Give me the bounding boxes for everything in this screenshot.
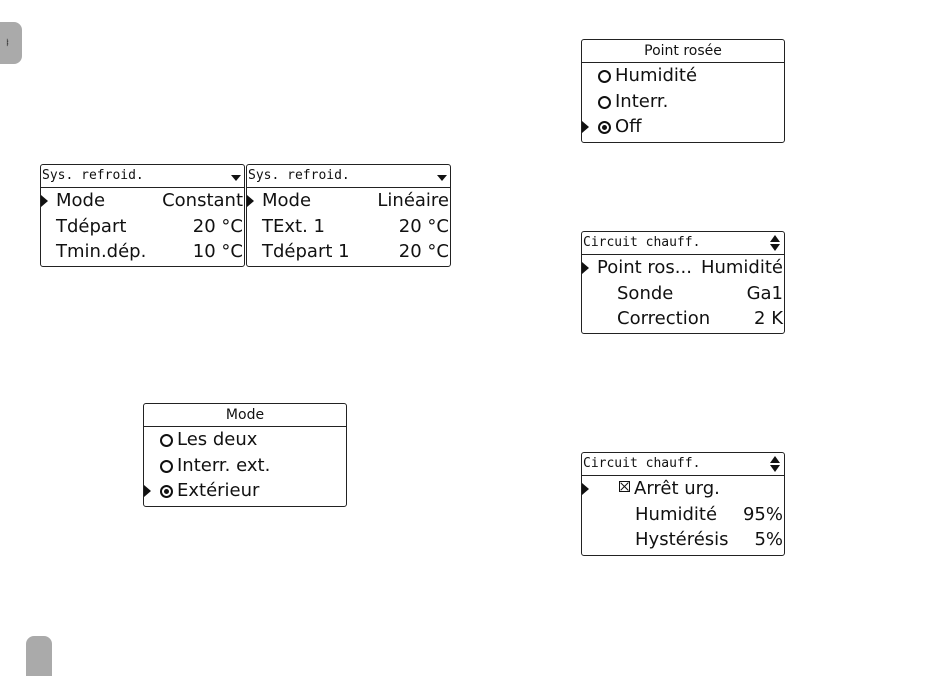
page-tab-glyph: ᅲ bbox=[3, 38, 14, 47]
cursor-arrow-icon bbox=[582, 262, 589, 274]
row-label: Correction bbox=[617, 308, 711, 329]
menu-row-tdepart[interactable]: Tdépart 20 °C bbox=[41, 214, 244, 240]
row-value: Ga1 bbox=[746, 282, 783, 304]
option-label: Interr. ext. bbox=[177, 454, 271, 476]
lcd-screen-circuit-chauff-dewpoint: Circuit chauff. Point ros... Humidité So… bbox=[581, 231, 785, 334]
row-label: Sonde bbox=[617, 282, 674, 304]
cursor-arrow-icon bbox=[582, 121, 589, 133]
row-value: 2 K bbox=[754, 308, 783, 329]
option-les-deux[interactable]: Les deux bbox=[144, 427, 346, 453]
option-label: Extérieur bbox=[177, 480, 260, 501]
row-value: Humidité bbox=[700, 257, 783, 278]
option-humidite[interactable]: Humidité bbox=[582, 63, 784, 89]
radio-on-icon[interactable] bbox=[598, 121, 611, 134]
menu-row-arret-urg[interactable]: Arrêt urg. bbox=[582, 476, 784, 502]
row-value: 20 °C bbox=[192, 215, 243, 237]
scroll-down-icon[interactable] bbox=[437, 175, 447, 181]
option-label: Off bbox=[615, 116, 642, 137]
lcd-title: Mode bbox=[225, 407, 265, 423]
menu-row-tdepart-1[interactable]: Tdépart 1 20 °C bbox=[247, 239, 450, 265]
checkbox-checked-icon[interactable] bbox=[619, 481, 630, 492]
row-value: 10 °C bbox=[192, 241, 243, 262]
lcd-screen-circuit-chauff-arret: Circuit chauff. Arrêt urg. Humidité 95% … bbox=[581, 452, 785, 556]
menu-row-mode[interactable]: Mode Linéaire bbox=[247, 188, 450, 214]
row-value: 5% bbox=[754, 529, 783, 550]
cursor-arrow-icon bbox=[247, 195, 254, 207]
scroll-down-icon[interactable] bbox=[231, 175, 241, 181]
row-label: Mode bbox=[56, 190, 106, 211]
scroll-up-down-icon[interactable] bbox=[770, 235, 781, 251]
row-label: Arrêt urg. bbox=[634, 478, 720, 499]
lcd-header: Mode bbox=[144, 404, 346, 427]
option-label: Humidité bbox=[615, 65, 698, 86]
row-value: 20 °C bbox=[398, 241, 449, 262]
lcd-screen-sys-refroid-lineaire: Sys. refroid. Mode Linéaire TExt. 1 20 °… bbox=[246, 164, 451, 267]
option-exterieur[interactable]: Extérieur bbox=[144, 478, 346, 504]
row-label: Hystérésis bbox=[635, 529, 729, 550]
row-value: Constant bbox=[162, 190, 243, 211]
lcd-screen-point-rosee: Point rosée Humidité Interr. Off bbox=[581, 39, 785, 143]
menu-row-sonde[interactable]: Sonde Ga1 bbox=[582, 281, 784, 307]
row-label: Tmin.dép. bbox=[56, 241, 147, 262]
option-interr[interactable]: Interr. bbox=[582, 89, 784, 115]
cursor-arrow-icon bbox=[144, 485, 151, 497]
lcd-title: Sys. refroid. bbox=[42, 168, 144, 183]
row-label: Humidité bbox=[635, 503, 718, 525]
option-interr-ext[interactable]: Interr. ext. bbox=[144, 453, 346, 479]
row-value: 95% bbox=[742, 503, 783, 525]
lcd-screen-mode: Mode Les deux Interr. ext. Extérieur bbox=[143, 403, 347, 507]
row-label: TExt. 1 bbox=[262, 215, 325, 237]
row-label: Mode bbox=[262, 190, 312, 211]
radio-off-icon[interactable] bbox=[160, 459, 173, 473]
lcd-header: Point rosée bbox=[582, 40, 784, 63]
lcd-header: Circuit chauff. bbox=[582, 453, 784, 476]
row-label: Tdépart 1 bbox=[262, 241, 350, 262]
option-off[interactable]: Off bbox=[582, 114, 784, 140]
menu-row-point-rosee[interactable]: Point ros... Humidité bbox=[582, 255, 784, 281]
radio-on-icon[interactable] bbox=[160, 485, 173, 498]
menu-row-mode[interactable]: Mode Constant bbox=[41, 188, 244, 214]
lcd-header: Circuit chauff. bbox=[582, 232, 784, 255]
menu-row-tmin-dep[interactable]: Tmin.dép. 10 °C bbox=[41, 239, 244, 265]
row-value: Linéaire bbox=[377, 190, 449, 211]
row-value: 20 °C bbox=[398, 215, 449, 237]
radio-off-icon[interactable] bbox=[598, 70, 611, 83]
cursor-arrow-icon bbox=[582, 483, 589, 495]
lcd-header: Sys. refroid. bbox=[41, 165, 244, 188]
scroll-up-down-icon[interactable] bbox=[770, 456, 781, 472]
row-label: Tdépart bbox=[56, 215, 127, 237]
option-label: Les deux bbox=[177, 429, 258, 450]
lcd-screen-sys-refroid-constant: Sys. refroid. Mode Constant Tdépart 20 °… bbox=[40, 164, 245, 267]
lcd-title: Circuit chauff. bbox=[583, 456, 701, 471]
menu-row-humidite[interactable]: Humidité 95% bbox=[582, 502, 784, 528]
menu-row-hysteresis[interactable]: Hystérésis 5% bbox=[582, 527, 784, 553]
page-edge-tab-bottom bbox=[26, 636, 52, 676]
menu-row-correction[interactable]: Correction 2 K bbox=[582, 306, 784, 332]
radio-off-icon[interactable] bbox=[160, 434, 173, 447]
lcd-title: Circuit chauff. bbox=[583, 235, 701, 250]
page-edge-tab: ᅲ bbox=[0, 22, 22, 64]
radio-off-icon[interactable] bbox=[598, 95, 611, 109]
menu-row-text-1[interactable]: TExt. 1 20 °C bbox=[247, 214, 450, 240]
option-label: Interr. bbox=[615, 90, 669, 112]
cursor-arrow-icon bbox=[41, 195, 48, 207]
row-label: Point ros... bbox=[597, 257, 692, 278]
lcd-title: Sys. refroid. bbox=[248, 168, 350, 183]
lcd-header: Sys. refroid. bbox=[247, 165, 450, 188]
lcd-title: Point rosée bbox=[644, 43, 722, 59]
